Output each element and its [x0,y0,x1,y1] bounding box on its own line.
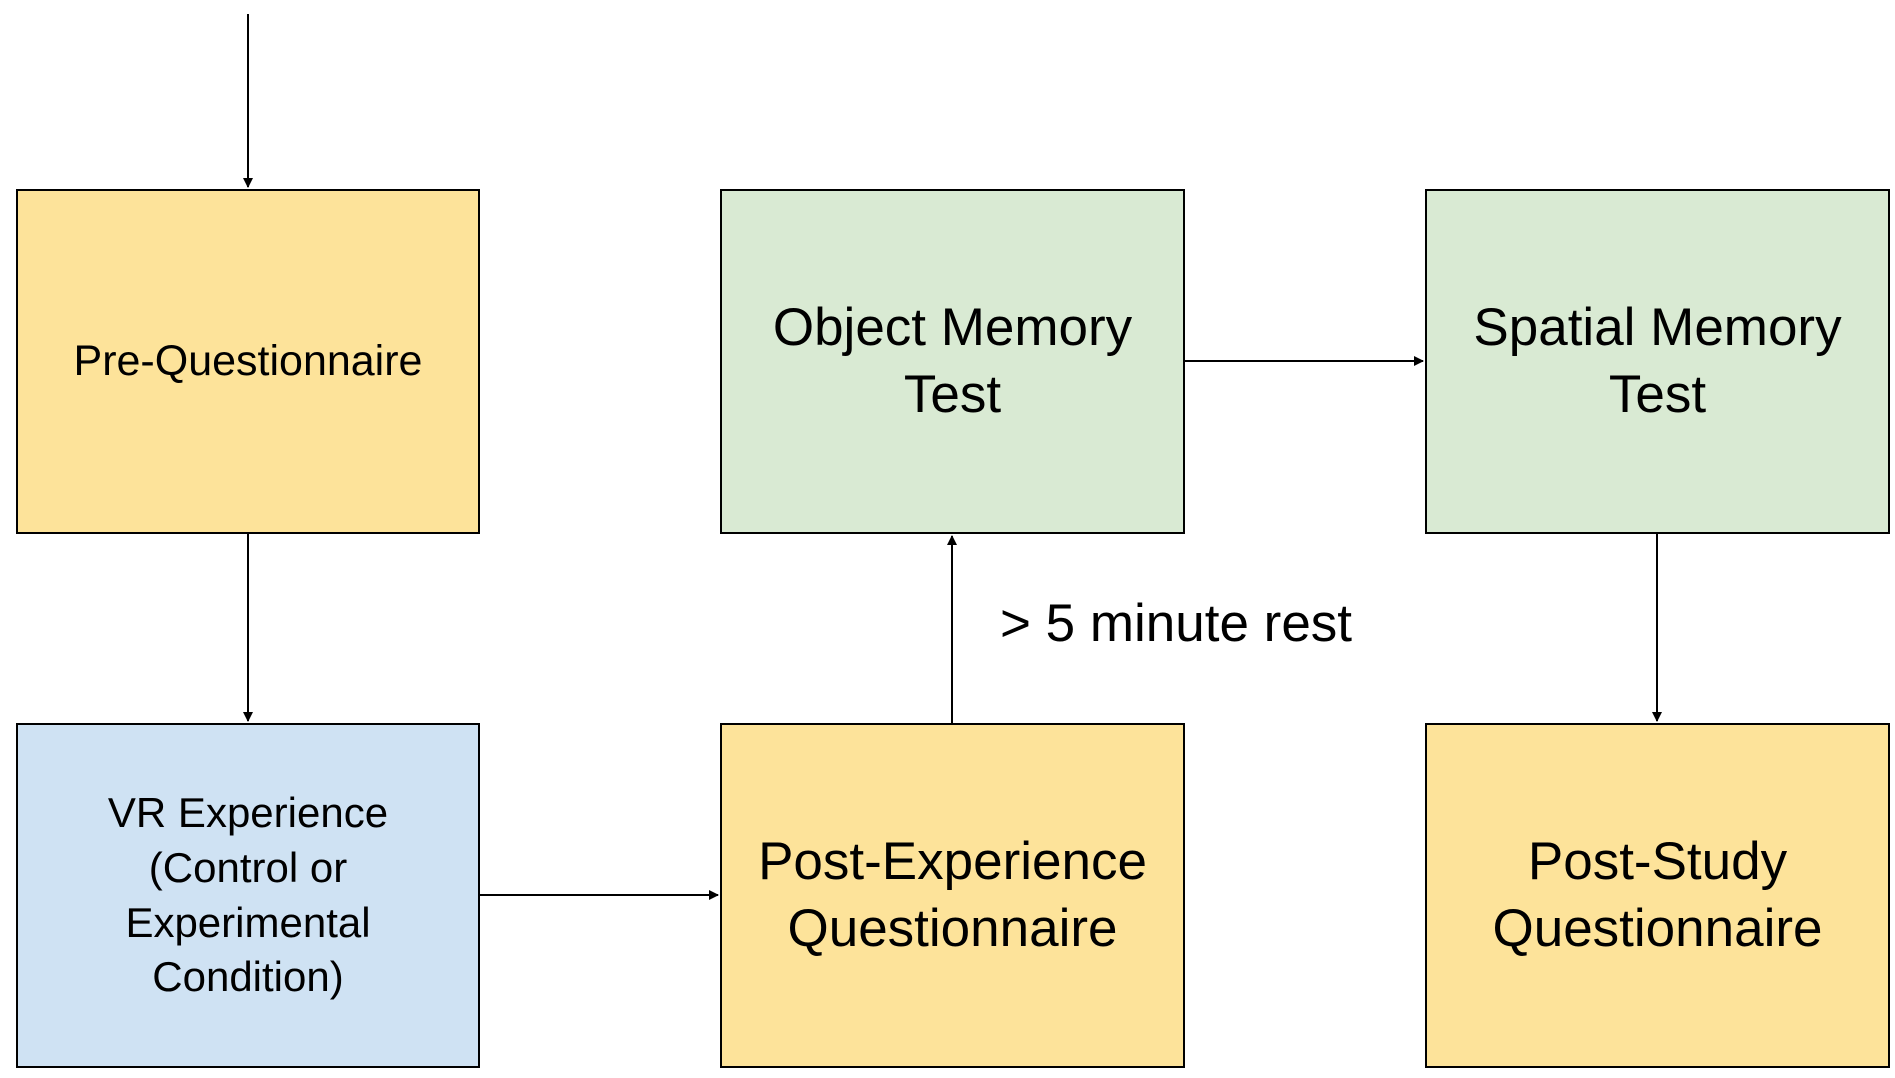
vr-experience-box: VR Experience (Control or Experimental C… [16,723,480,1068]
object-memory-test-box: Object Memory Test [720,189,1185,534]
vr-experience-label: VR Experience (Control or Experimental C… [107,789,389,1001]
post-study-questionnaire-label: Post-Study Questionnaire [1492,832,1823,958]
spatial-memory-test-label: Spatial Memory Test [1473,298,1842,424]
post-study-questionnaire-box: Post-Study Questionnaire [1425,723,1890,1068]
post-experience-questionnaire-box: Post-Experience Questionnaire [720,723,1185,1068]
pre-questionnaire-box: Pre-Questionnaire [16,189,480,534]
object-memory-test-label: Object Memory Test [772,298,1133,424]
pre-questionnaire-label: Pre-Questionnaire [73,336,423,385]
rest-interval-label: > 5 minute rest [1000,594,1353,653]
spatial-memory-test-box: Spatial Memory Test [1425,189,1890,534]
post-experience-questionnaire-label: Post-Experience Questionnaire [758,832,1147,958]
